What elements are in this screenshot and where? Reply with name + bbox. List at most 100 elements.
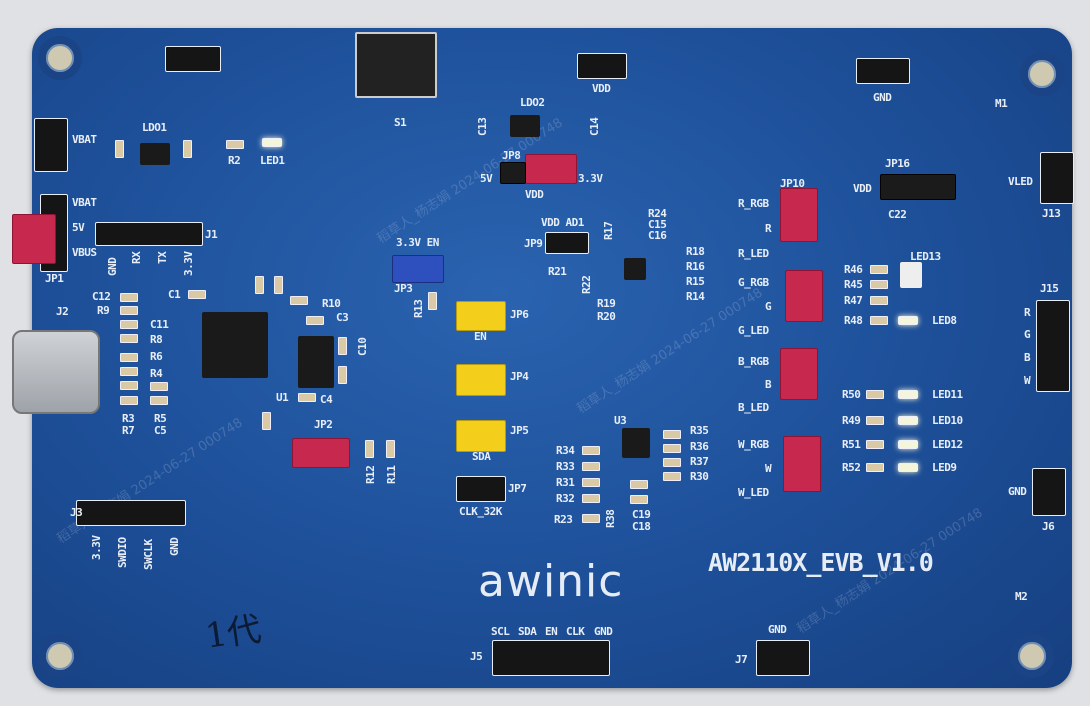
label: VDD [853,182,872,195]
mounting-hole [38,634,82,678]
label: VDD [592,82,611,95]
switch-s1[interactable] [355,32,437,98]
smd-component [226,140,244,149]
rgb-led13 [900,262,922,288]
jumper-jp6[interactable] [456,301,506,331]
label: LED11 [932,388,963,401]
label: R5 [154,412,167,425]
label: C12 [92,290,111,303]
label: VBAT [72,196,97,209]
smd-component [262,412,271,430]
smd-component [866,390,884,399]
led12 [898,440,918,449]
ldo1-chip [140,143,170,165]
header-j1[interactable] [95,222,203,246]
smd-component [870,316,888,325]
label: J5 [470,650,483,663]
header-j7[interactable] [756,640,810,676]
led10 [898,416,918,425]
header-jp8[interactable] [500,162,526,184]
smd-component [582,514,600,523]
smd-component [630,495,648,504]
header-gnd-top[interactable] [856,58,910,84]
awinic-logo: awinic [478,556,624,607]
label: J6 [1042,520,1055,533]
label-r11: R11 [385,465,398,484]
label: B [1024,351,1031,364]
label: LED8 [932,314,957,327]
label-r12: R12 [364,465,377,484]
smd-component [663,472,681,481]
label: R7 [122,424,135,437]
label: J13 [1042,207,1061,220]
label: J15 [1040,282,1059,295]
label: J2 [56,305,69,318]
label: JP5 [510,424,529,437]
label: C5 [154,424,167,437]
label: JP1 [45,272,64,285]
jumper-jp3[interactable] [392,255,444,283]
label: GND [106,257,119,276]
label: M1 [995,97,1008,110]
header-j5[interactable] [492,640,610,676]
label: S1 [394,116,407,129]
ldo2-chip [510,115,540,137]
jumper-jp1[interactable] [12,214,56,264]
header-j3[interactable] [76,500,186,526]
label: R8 [150,333,163,346]
jumper-b[interactable] [780,348,818,400]
jumper-jp8[interactable] [525,154,577,184]
smd-component [255,276,264,294]
header-j15[interactable] [1036,300,1070,392]
header-j13[interactable] [1040,152,1074,204]
label: 3.3V EN [396,236,439,249]
smd-component [120,367,138,376]
label: R32 [556,492,575,505]
label: R36 [690,440,709,453]
label: R33 [556,460,575,473]
smd-component [663,458,681,467]
jumper-jp2[interactable] [292,438,350,468]
board-title: AW2110X_EVB_V1.0 [708,548,934,577]
label: R34 [556,444,575,457]
label: GND [768,623,787,636]
label: VLED [1008,175,1033,188]
header-j6[interactable] [1032,468,1066,516]
label: GND [873,91,892,104]
jumper-w[interactable] [783,436,821,492]
jumper-g[interactable] [785,270,823,322]
crystal-y1 [298,336,334,388]
label: LED1 [260,154,285,167]
jumper-jp5[interactable] [456,420,506,452]
label: 3.3V [182,251,195,277]
jumper-jp10-r[interactable] [780,188,818,242]
smd-component [150,396,168,405]
label: JP8 [502,149,521,162]
mounting-hole [38,36,82,80]
label: VBUS [72,246,97,259]
header-vdd[interactable] [577,53,627,79]
led9 [898,463,918,472]
label: B_LED [738,401,769,414]
label: C15 [648,218,667,231]
header-jp9[interactable] [545,232,589,254]
label: R21 [548,265,567,278]
label-c14: C14 [588,117,601,136]
label: C1 [168,288,181,301]
label-r13: R13 [412,299,425,318]
label: R [765,222,772,235]
label: JP4 [510,370,529,383]
label: SDA [472,450,491,463]
label: C4 [320,393,333,406]
smd-component [582,494,600,503]
label: R37 [690,455,709,468]
label-r17: R17 [602,221,615,240]
label-r22: R22 [580,275,593,294]
header-j4[interactable] [34,118,68,172]
label: J7 [735,653,748,666]
header-jp7[interactable] [456,476,506,502]
header-top-left[interactable] [165,46,221,72]
jumper-jp4[interactable] [456,364,506,396]
label: R14 [686,290,705,303]
jumper-jp16[interactable] [880,174,956,200]
